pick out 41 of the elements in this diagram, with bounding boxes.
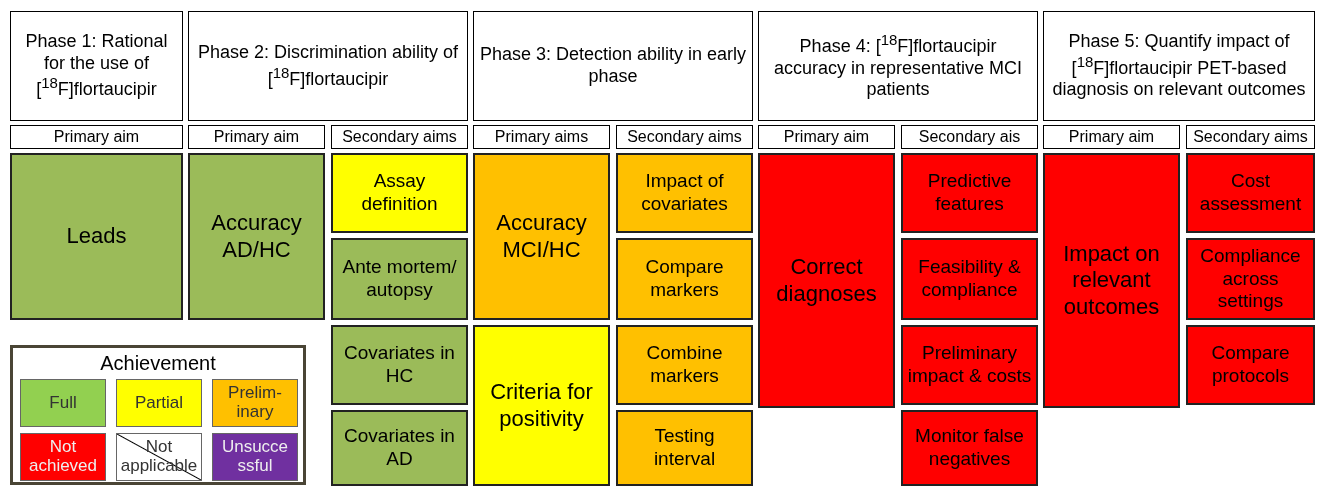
phase-header: Phase 2: Discrimination ability of [$^{18}$F]flortaucipir bbox=[188, 11, 468, 121]
phase-header: Phase 1: Rational for the use of [$^{18}$F]flortaucipir bbox=[10, 11, 183, 121]
aim-header: Primary aims bbox=[473, 125, 610, 149]
primary-aim-box: Accuracy MCI/HC bbox=[473, 153, 610, 320]
aim-header: Secondary aims bbox=[1186, 125, 1315, 149]
secondary-aim-box: Compliance across settings bbox=[1186, 238, 1315, 320]
secondary-aim-box: Covariates in AD bbox=[331, 410, 468, 486]
primary-aim-box: Impact on relevant outcomes bbox=[1043, 153, 1180, 408]
aim-header: Secondary aims bbox=[331, 125, 468, 149]
secondary-aim-box: Covariates in HC bbox=[331, 325, 468, 405]
secondary-aim-box: Impact of covariates bbox=[616, 153, 753, 233]
aim-header: Primary aim bbox=[758, 125, 895, 149]
legend-swatch: Full bbox=[20, 379, 106, 427]
secondary-aim-box: Assay definition bbox=[331, 153, 468, 233]
secondary-aim-box: Cost assessment bbox=[1186, 153, 1315, 233]
phase-header: Phase 4: [$^{18}$F]flortaucipir accuracy in representative MCI patients bbox=[758, 11, 1038, 121]
primary-aim-box: Accuracy AD/HC bbox=[188, 153, 325, 320]
secondary-aim-box: Monitor false negatives bbox=[901, 410, 1038, 486]
primary-aim-box: Correct diagnoses bbox=[758, 153, 895, 408]
phase-header: Phase 5: Quantify impact of [$^{18}$F]flortaucipir PET-based diagnosis on relevant outcomes bbox=[1043, 11, 1315, 121]
primary-aim-box: Leads bbox=[10, 153, 183, 320]
aim-header: Secondary ais bbox=[901, 125, 1038, 149]
secondary-aim-box: Feasibility & compliance bbox=[901, 238, 1038, 320]
primary-aim-box: Criteria for positivity bbox=[473, 325, 610, 486]
legend-swatch: Unsucce ssful bbox=[212, 433, 298, 481]
aim-header: Secondary aims bbox=[616, 125, 753, 149]
legend-swatch: Partial bbox=[116, 379, 202, 427]
secondary-aim-box: Testing interval bbox=[616, 410, 753, 486]
aim-header: Primary aim bbox=[1043, 125, 1180, 149]
aim-header: Primary aim bbox=[10, 125, 183, 149]
phase-header: Phase 3: Detection ability in early phase bbox=[473, 11, 753, 121]
secondary-aim-box: Preliminary impact & costs bbox=[901, 325, 1038, 405]
secondary-aim-box: Combine markers bbox=[616, 325, 753, 405]
secondary-aim-box: Ante mortem/ autopsy bbox=[331, 238, 468, 320]
secondary-aim-box: Predictive features bbox=[901, 153, 1038, 233]
legend-swatch: Not achieved bbox=[20, 433, 106, 481]
legend-title: Achievement bbox=[99, 352, 217, 375]
secondary-aim-box: Compare protocols bbox=[1186, 325, 1315, 405]
secondary-aim-box: Compare markers bbox=[616, 238, 753, 320]
legend-swatch: Prelim-inary bbox=[212, 379, 298, 427]
aim-header: Primary aim bbox=[188, 125, 325, 149]
